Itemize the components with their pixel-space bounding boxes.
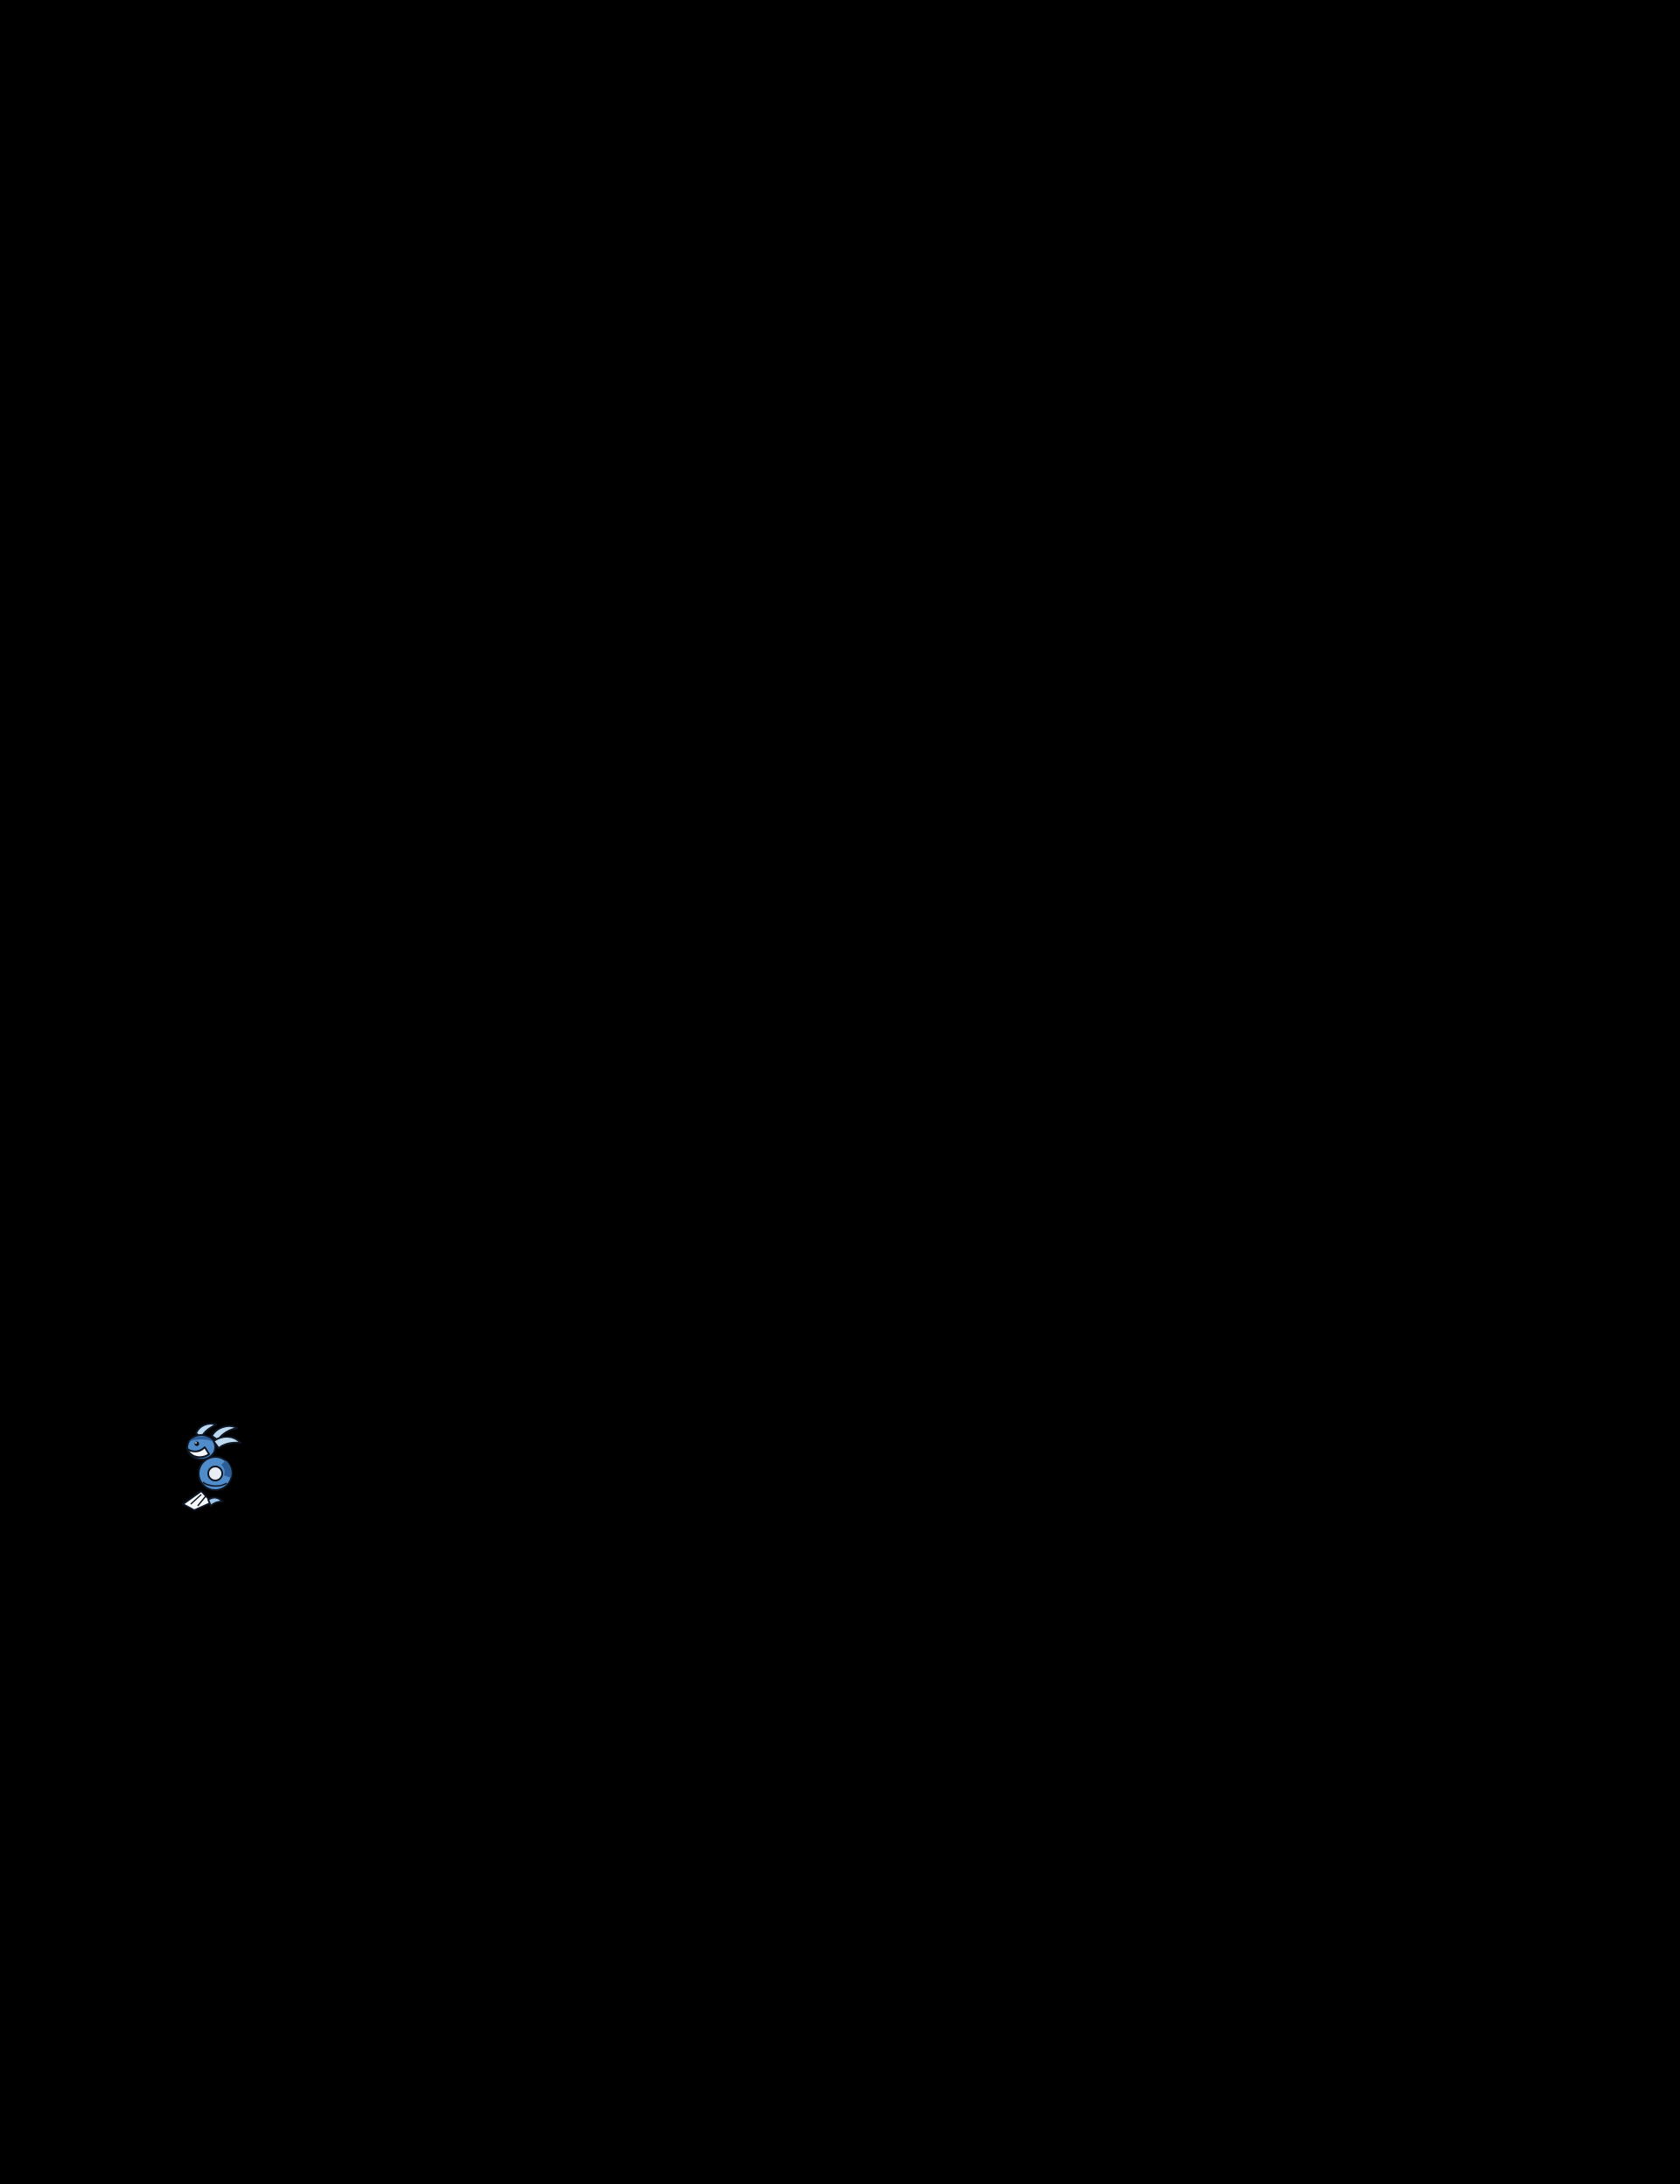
sprite-head	[186, 1434, 216, 1460]
creature-sprite	[170, 1421, 247, 1512]
sprite-coil-inner-belly	[207, 1466, 223, 1481]
sprite-tail-fan	[182, 1490, 223, 1511]
sprite-tail-fin-tip	[207, 1496, 223, 1507]
sprite-belly-stripe	[202, 1481, 228, 1487]
sprite-fin-right	[213, 1436, 242, 1449]
sprite-coil-shadow	[221, 1460, 232, 1478]
sprite-eye-glint	[195, 1442, 197, 1444]
sprite-eye	[194, 1441, 200, 1446]
sprite-tail-streak-2	[197, 1495, 206, 1507]
sprite-body-coil	[198, 1456, 233, 1491]
creature-sprite-svg	[182, 1423, 242, 1511]
sprite-tail-base	[182, 1490, 213, 1511]
sprite-jaw	[186, 1446, 210, 1459]
sprite-head-crest	[189, 1436, 214, 1442]
sprite-tail-streak-1	[190, 1494, 202, 1505]
